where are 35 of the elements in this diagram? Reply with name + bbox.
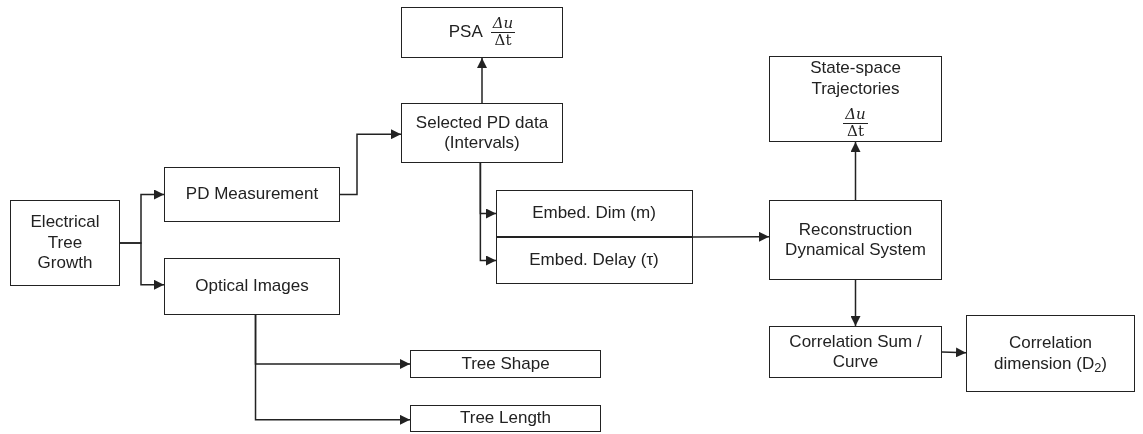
arrow: [941, 347, 967, 358]
process-box: [10, 200, 120, 286]
process-box: [769, 56, 942, 142]
arrow: [850, 279, 861, 327]
box-label: Tree Shape: [461, 353, 550, 373]
box-label: Selected PD data (Intervals): [415, 112, 549, 152]
arrow: [477, 57, 487, 104]
box-label: Tree Length: [459, 408, 551, 428]
arrow: [339, 129, 402, 196]
process-box: [769, 200, 942, 280]
box-label: Reconstruction Dynamical System: [785, 219, 926, 259]
process-box: [410, 405, 601, 432]
fraction: Δu Δt: [843, 107, 868, 140]
process-box: [769, 326, 942, 378]
arrow: [254, 314, 411, 425]
box-label: Electrical Tree Growth: [30, 212, 100, 273]
fraction: Δu Δt: [490, 16, 516, 49]
process-box: [401, 7, 563, 58]
box-label: PD Measurement: [185, 184, 319, 204]
box-label: PSA: [448, 22, 483, 43]
arrow: [850, 141, 861, 201]
process-box: [164, 258, 340, 315]
box-label: Embed. Dim (m): [532, 202, 656, 222]
arrow: [119, 242, 165, 290]
box-label: State-space Trajectories: [809, 58, 902, 100]
process-box: [966, 315, 1135, 392]
process-box: [401, 103, 563, 163]
process-box: [410, 350, 601, 378]
box-label: Correlation dimension (D$_{2}$): [994, 333, 1107, 373]
arrow: [692, 231, 770, 242]
box-label: Optical Images: [195, 276, 309, 296]
box-label: Embed. Delay (τ): [529, 249, 659, 269]
arrow: [479, 162, 497, 266]
box-label: Correlation Sum / Curve: [789, 331, 922, 371]
process-box: [164, 167, 340, 222]
